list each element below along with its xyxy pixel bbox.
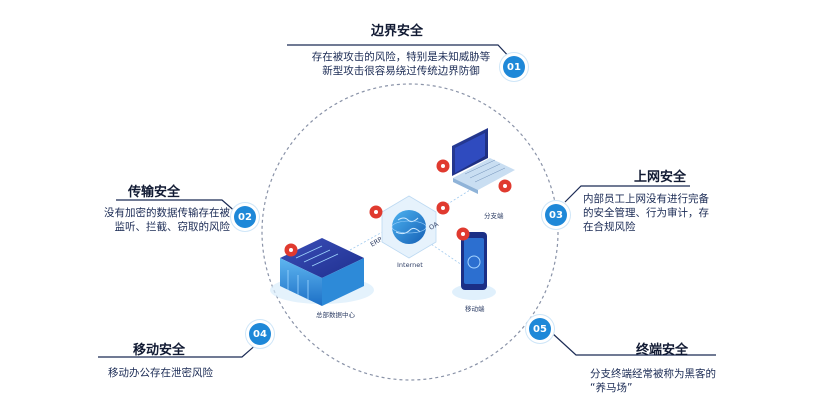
internet-label: Internet <box>397 261 423 269</box>
biohazard-icon <box>436 159 450 173</box>
panel-02-title: 传输安全 <box>128 185 181 200</box>
panel-02-desc: 没有加密的数据传输存在被 监听、拦截、窃取的风险 <box>104 207 230 233</box>
threat-markers <box>284 159 512 257</box>
network-boundary-circle <box>261 83 559 381</box>
mobile-label: 移动端 <box>465 305 485 313</box>
panel-05-title: 终端安全 <box>636 343 689 358</box>
hq-label: 总部数据中心 <box>316 311 355 319</box>
panel-05-desc: 分支终端经常被称为黑客的 “养马场” <box>590 368 716 394</box>
biohazard-icon <box>284 243 298 257</box>
biohazard-icon <box>498 179 512 193</box>
panel-04-title: 移动安全 <box>133 343 186 358</box>
biohazard-icon <box>369 205 383 219</box>
badge-05: 05 <box>529 318 551 340</box>
callout-lines <box>98 44 716 358</box>
branch-laptop-icon <box>452 128 515 194</box>
badge-02: 02 <box>234 206 256 228</box>
mobile-phone-icon <box>452 232 496 300</box>
callout-line-02 <box>116 199 239 215</box>
callout-line-05 <box>551 332 716 356</box>
hq-datacenter-icon <box>270 238 374 306</box>
biohazard-icon <box>436 201 450 215</box>
branch-label: 分支端 <box>484 212 504 220</box>
connection-lines <box>349 189 471 266</box>
panel-01-desc: 存在被攻击的风险，特别是未知威胁等 新型攻击很容易绕过传统边界防御 <box>311 51 491 77</box>
callout-line-01 <box>287 44 513 61</box>
panel-03-title: 上网安全 <box>634 170 687 185</box>
panel-01-title: 边界安全 <box>371 24 424 39</box>
internet-globe-icon <box>381 195 437 259</box>
badge-04: 04 <box>249 323 271 345</box>
callout-line-04 <box>98 342 259 358</box>
callout-line-03 <box>564 185 690 203</box>
panel-04-desc: 移动办公存在泄密风险 <box>108 367 213 379</box>
panel-03-desc: 内部员工上网没有进行完备 的安全管理、行为审计，存 在合规风险 <box>583 193 709 233</box>
biohazard-icon <box>456 227 470 241</box>
badge-01: 01 <box>503 56 525 78</box>
badge-03: 03 <box>545 204 567 226</box>
